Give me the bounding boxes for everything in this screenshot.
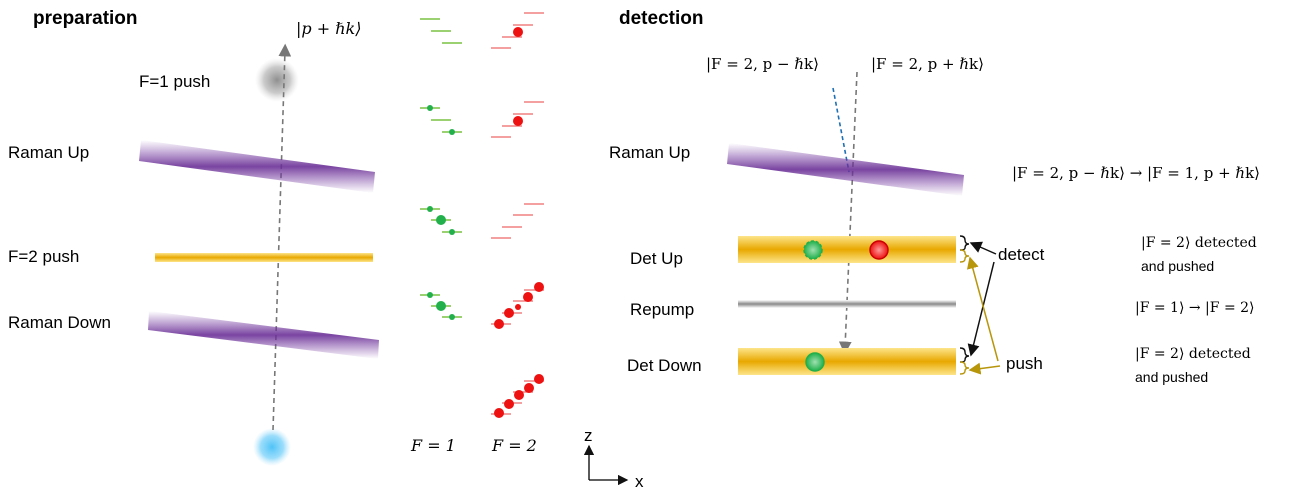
level-ladders (420, 12, 544, 418)
pushed-note-2: and pushed (1135, 369, 1208, 385)
detect-label: detect (998, 245, 1045, 264)
pushed-note-1: and pushed (1141, 258, 1214, 274)
det-raman-up-label: Raman Up (609, 143, 690, 162)
axis-indicator (583, 444, 629, 486)
detected-note-1: |F = 2⟩ detected (1141, 235, 1257, 251)
det-up-brace-gold (959, 249, 970, 263)
f2-push-beam (155, 253, 373, 262)
x-axis-label: x (635, 472, 644, 491)
state-label-plus: |F = 2, p + ℏk⟩ (871, 55, 984, 73)
det-down-label: Det Down (627, 356, 702, 375)
det-up-brace-black (959, 235, 970, 251)
f1-level-label: F = 1 (410, 436, 456, 455)
f2-push-label: F=2 push (8, 247, 79, 266)
detection-title: detection (619, 8, 703, 29)
det-down-beam (738, 348, 956, 375)
minus-momentum-path (832, 87, 850, 173)
raman-up-beam (139, 140, 375, 193)
f1-push-label: F=1 push (139, 72, 210, 91)
ladder-row-4 (420, 282, 544, 329)
ladder-row-3 (420, 203, 544, 239)
detection-trajectory (838, 71, 858, 355)
det-up-label: Det Up (630, 249, 683, 268)
det-raman-up-beam (727, 143, 964, 196)
state-label-minus: |F = 2, p − ℏk⟩ (706, 55, 819, 73)
f2-atom-pushed (805, 352, 825, 372)
repump-note: |F = 1⟩ → |F = 2⟩ (1135, 300, 1255, 316)
raman-down-label: Raman Down (8, 313, 111, 332)
ladder-row-2 (420, 101, 544, 138)
push-arrow-up (966, 256, 999, 362)
det-up-beam (738, 236, 956, 263)
ladder-row-5 (491, 374, 544, 418)
z-axis-label: z (584, 426, 593, 445)
preparation-title: preparation (33, 8, 138, 29)
initial-atom-cloud (253, 428, 291, 466)
state-label-p-plus-hk: |p + ℏk⟩ (296, 19, 361, 38)
push-label: push (1006, 354, 1043, 373)
transition-note: |F = 2, p − ℏk⟩ → |F = 1, p + ℏk⟩ (1012, 164, 1260, 182)
raman-up-label: Raman Up (8, 143, 89, 162)
raman-down-beam (148, 311, 379, 359)
pushed-f1-cloud (255, 58, 299, 102)
trajectory-line (272, 43, 292, 431)
push-arrow-down (968, 362, 1001, 375)
f1-atom-dashed (803, 240, 823, 260)
detected-note-2: |F = 2⟩ detected (1135, 346, 1251, 362)
repump-label: Repump (630, 300, 694, 319)
f2-level-label: F = 2 (491, 436, 537, 455)
detect-arrow-up (969, 241, 997, 255)
detect-arrow-down (967, 261, 995, 357)
repump-beam (738, 300, 956, 308)
f2-atom-detected (869, 240, 889, 260)
det-down-brace-gold (959, 361, 970, 375)
ladder-row-1 (420, 12, 544, 49)
det-down-brace-black (959, 347, 970, 363)
